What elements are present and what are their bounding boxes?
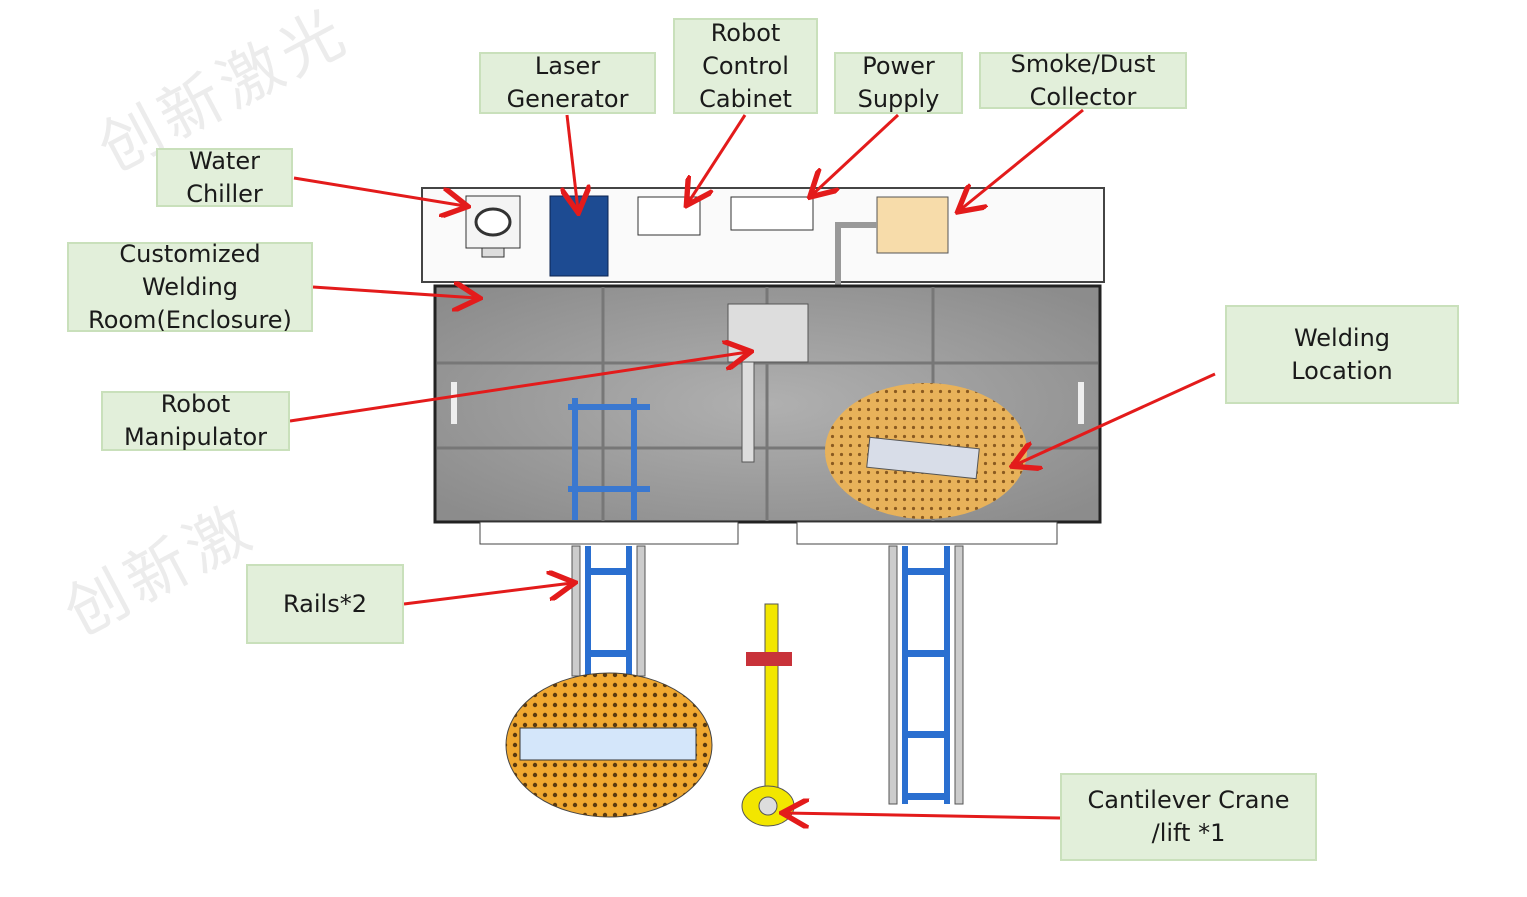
rail-right [888, 545, 964, 805]
water-chiller-unit [465, 195, 521, 258]
label-welding-location: Welding Location [1225, 305, 1459, 404]
arrow-crane [785, 813, 1061, 818]
robot-control-cabinet-unit [637, 196, 701, 236]
arrow-laser [567, 114, 578, 210]
inner-rails [568, 398, 650, 520]
power-supply-unit [730, 196, 814, 231]
robot-arm [727, 303, 809, 463]
smoke-dust-collector-unit [835, 196, 949, 285]
arrow-chiller [293, 176, 465, 206]
label-smoke-dust-collector: Smoke/Dust Collector [979, 50, 1187, 111]
arrow-enclosure [312, 287, 477, 298]
label-rails: Rails*2 [246, 564, 404, 644]
arrow-robot [289, 352, 748, 423]
rail-left [571, 545, 646, 677]
arrow-cabinet [688, 114, 747, 203]
arrow-smoke [960, 108, 1084, 210]
label-robot-manipulator: Robot Manipulator [101, 390, 290, 451]
label-laser-generator: Laser Generator [479, 52, 656, 114]
arrow-welding [1015, 372, 1216, 465]
label-power-supply: Power Supply [834, 52, 963, 114]
label-welding-room: Customized Welding Room(Enclosure) [67, 240, 313, 334]
arrow-rails [403, 583, 572, 606]
label-water-chiller: Water Chiller [156, 147, 293, 208]
label-cantilever-crane: Cantilever Crane /lift *1 [1060, 773, 1317, 861]
arrow-power [812, 113, 900, 195]
cantilever-crane-unit [741, 603, 795, 827]
label-robot-control-cabinet: Robot Control Cabinet [673, 18, 818, 114]
